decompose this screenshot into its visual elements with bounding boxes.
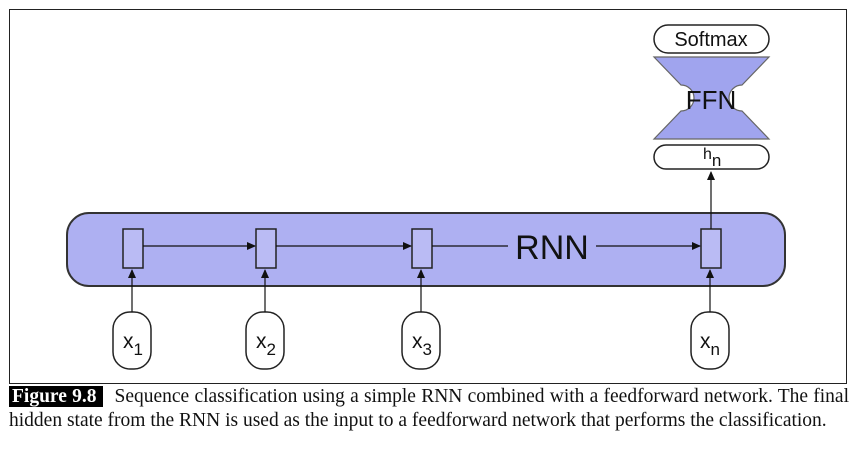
input-label-1: x1 — [123, 330, 143, 359]
rnn-cell-n — [700, 228, 722, 269]
rnn-block — [66, 212, 786, 287]
ffn-label: FFN — [686, 85, 737, 115]
ffn-block — [652, 56, 771, 140]
softmax-box — [653, 24, 770, 54]
softmax-label: Softmax — [674, 29, 747, 51]
figure-label: Figure 9.8 — [9, 386, 103, 407]
rnn-cell-3 — [411, 228, 433, 269]
input-label-2: x2 — [256, 330, 276, 359]
figure-frame — [9, 9, 847, 384]
input-label-n: xn — [700, 330, 720, 359]
caption-text: Sequence classification using a simple R… — [9, 386, 849, 431]
input-label-3: x3 — [412, 330, 432, 359]
rnn-label: RNN — [515, 229, 589, 267]
final-hidden-state-box — [653, 144, 770, 170]
rnn-cell-1 — [122, 228, 144, 269]
final-hidden-state-label: hn — [703, 146, 721, 170]
rnn-cell-2 — [255, 228, 277, 269]
